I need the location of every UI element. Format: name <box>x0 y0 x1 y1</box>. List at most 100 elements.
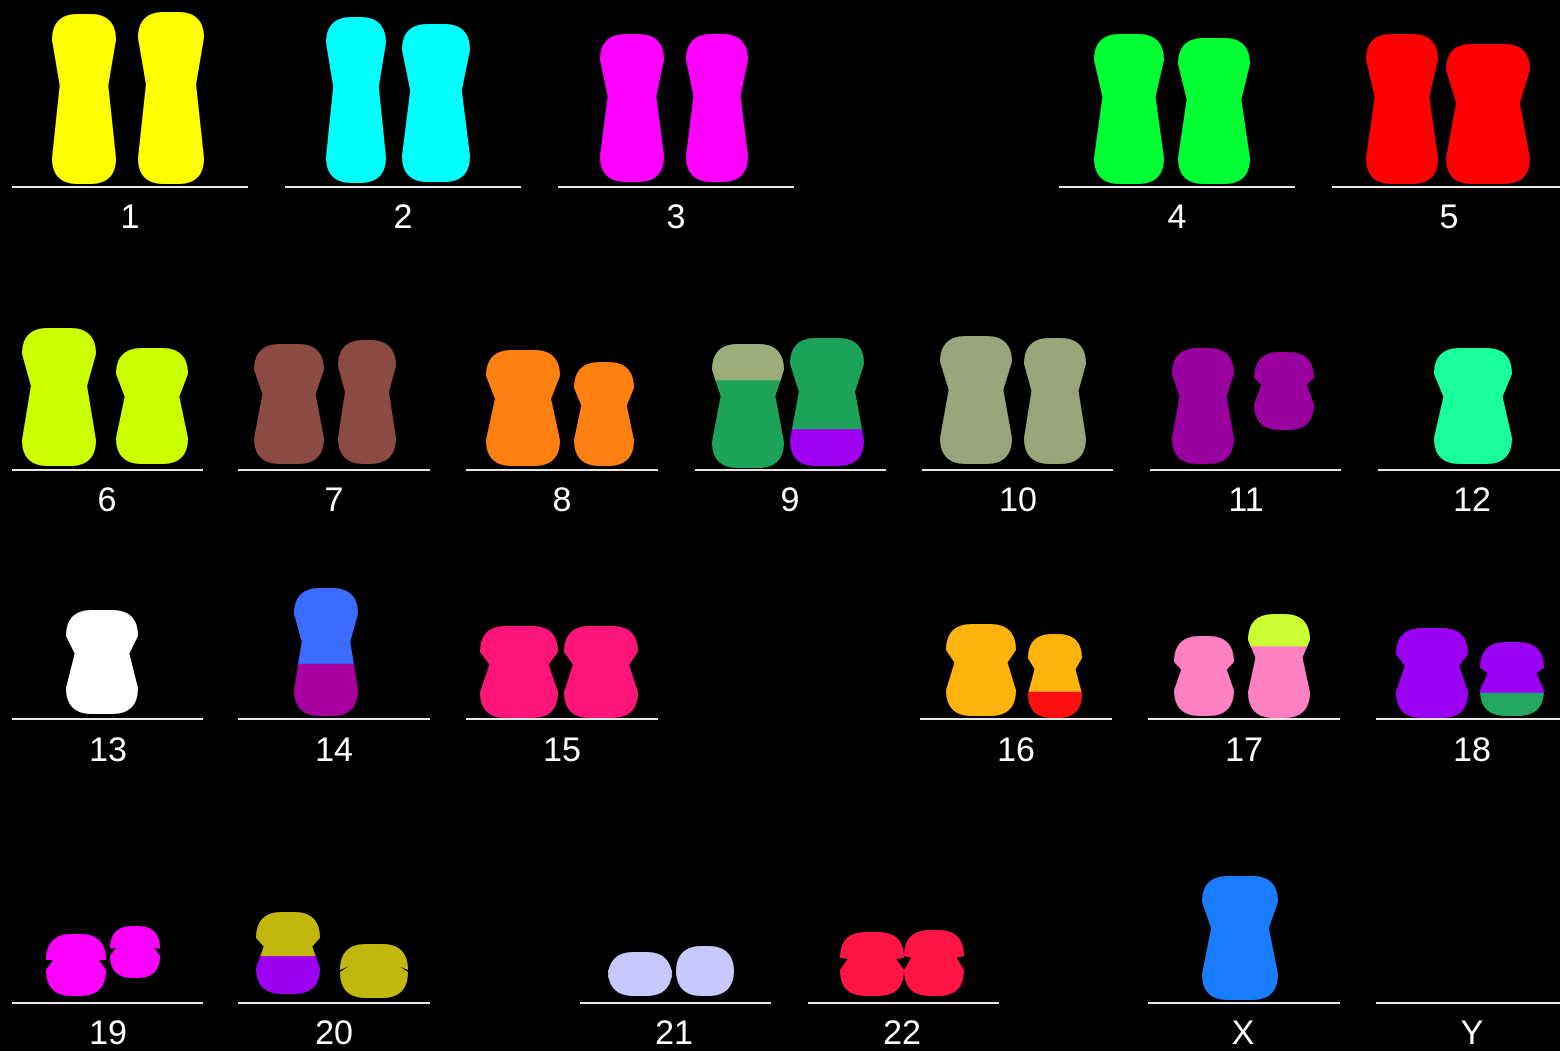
chromosome-22-homolog-2 <box>902 928 966 997</box>
chromosome-19-homolog-1-segment-1 <box>44 932 108 997</box>
chromosome-18-homolog-2 <box>1478 640 1546 718</box>
chromosome-16-homolog-2-segment-1 <box>1026 632 1084 694</box>
chromosome-label-20: 20 <box>315 1014 353 1051</box>
chromosome-X-homolog-1-segment-1 <box>1200 874 1280 1001</box>
chromosome-1-homolog-1 <box>50 12 118 185</box>
chromosome-11-homolog-1-segment-1 <box>1170 346 1236 465</box>
chromosome-label-16: 16 <box>997 731 1035 769</box>
chromosome-20-homolog-1 <box>254 910 322 996</box>
chromosome-1-homolog-2 <box>136 10 206 185</box>
chromosome-12-homolog-1 <box>1432 346 1514 465</box>
chromosome-8-homolog-2-segment-1 <box>572 360 636 467</box>
chromosome-label-4: 4 <box>1168 198 1187 236</box>
chromosome-17-homolog-2-segment-2 <box>1246 646 1312 720</box>
chromosome-17-homolog-1-segment-1 <box>1172 634 1236 717</box>
chromosome-5-homolog-2 <box>1444 42 1532 185</box>
chromosome-label-18: 18 <box>1453 731 1491 769</box>
chromosome-13-homolog-1 <box>64 608 140 715</box>
chromosome-11-homolog-2 <box>1252 350 1316 431</box>
chromosome-3-homolog-1 <box>598 32 666 183</box>
chromosome-18-homolog-1 <box>1394 626 1470 719</box>
chromosome-6-homolog-2 <box>114 346 190 465</box>
chromosome-14-homolog-1-segment-2 <box>292 664 360 718</box>
chromosome-17-homolog-1 <box>1172 634 1236 717</box>
chromosome-21-homolog-1 <box>606 950 674 997</box>
chromosome-5-homolog-2-segment-1 <box>1444 42 1532 185</box>
chromosome-3-homolog-1-segment-1 <box>598 32 666 183</box>
chromosome-label-1: 1 <box>121 198 140 236</box>
chromosome-9-homolog-2-segment-1 <box>788 336 866 431</box>
chromosome-6-homolog-1 <box>20 326 98 467</box>
chromosome-15-homolog-1-segment-1 <box>478 624 560 719</box>
chromosome-label-6: 6 <box>98 481 117 519</box>
chromosome-label-2: 2 <box>394 198 413 236</box>
chromosome-16-homolog-1-segment-1 <box>944 622 1018 717</box>
chromosome-7-homolog-1-segment-1 <box>252 342 326 465</box>
chromosome-label-17: 17 <box>1225 731 1263 769</box>
chromosome-20-homolog-2 <box>338 942 410 999</box>
chromosome-10-homolog-2-segment-1 <box>1022 336 1088 465</box>
chromosome-16-homolog-2 <box>1026 632 1084 720</box>
chromosome-8-homolog-1 <box>484 348 562 467</box>
chromosome-2-homolog-1-segment-1 <box>324 15 388 184</box>
chromosome-22-homolog-1-segment-1 <box>838 930 906 997</box>
chromosome-2-homolog-1 <box>324 15 388 184</box>
chromosome-11-homolog-2-segment-1 <box>1252 350 1316 431</box>
chromosome-14-homolog-1 <box>292 586 360 718</box>
chromosome-label-19: 19 <box>89 1014 127 1051</box>
chromosome-5-homolog-1-segment-1 <box>1364 32 1440 185</box>
chromosome-7-homolog-2-segment-1 <box>336 338 398 465</box>
chromosome-4-homolog-2 <box>1176 36 1252 185</box>
chromosome-label-5: 5 <box>1440 198 1459 236</box>
chromosome-label-7: 7 <box>325 481 344 519</box>
chromosome-5-homolog-1 <box>1364 32 1440 185</box>
chromosome-8-homolog-1-segment-1 <box>484 348 562 467</box>
chromosome-1-homolog-1-segment-1 <box>50 12 118 185</box>
chromosome-9-homolog-1-segment-2 <box>710 380 786 470</box>
chromosome-7-homolog-1 <box>252 342 326 465</box>
chromosome-11-homolog-1 <box>1170 346 1236 465</box>
chromosome-8-homolog-2 <box>572 360 636 467</box>
chromosome-3-homolog-2 <box>684 32 750 183</box>
chromosome-18-homolog-2-segment-1 <box>1478 640 1546 695</box>
chromosome-16-homolog-1 <box>944 622 1018 717</box>
chromosome-19-homolog-2 <box>108 924 162 979</box>
chromosome-20-homolog-1-segment-1 <box>254 910 322 958</box>
chromosome-label-X: X <box>1232 1014 1255 1051</box>
chromosome-label-Y: Y <box>1461 1014 1484 1051</box>
chromosome-label-3: 3 <box>667 198 686 236</box>
chromosome-17-homolog-2 <box>1246 612 1312 720</box>
chromosome-18-homolog-1-segment-1 <box>1394 626 1470 719</box>
chromosome-4-homolog-1 <box>1092 32 1166 185</box>
chromosome-10-homolog-1-segment-1 <box>938 334 1014 465</box>
chromosome-15-homolog-2 <box>562 624 640 719</box>
chromosome-21-homolog-2-segment-1 <box>674 944 736 997</box>
chromosome-4-homolog-1-segment-1 <box>1092 32 1166 185</box>
chromosome-9-homolog-1 <box>710 342 786 470</box>
chromosome-label-14: 14 <box>315 731 353 769</box>
chromosome-22-homolog-1 <box>838 930 906 997</box>
chromosome-label-9: 9 <box>781 481 800 519</box>
chromosome-2-homolog-2 <box>400 22 472 183</box>
chromosome-15-homolog-1 <box>478 624 560 719</box>
chromosome-13-homolog-1-segment-1 <box>64 608 140 715</box>
chromosome-14-homolog-1-segment-1 <box>292 586 360 666</box>
chromosome-3-homolog-2-segment-1 <box>684 32 750 183</box>
chromosome-22-homolog-2-segment-1 <box>902 928 966 997</box>
chromosome-4-homolog-2-segment-1 <box>1176 36 1252 185</box>
chromosome-1-homolog-2-segment-1 <box>136 10 206 185</box>
chromosome-15-homolog-2-segment-1 <box>562 624 640 719</box>
chromosome-X-homolog-1 <box>1200 874 1280 1001</box>
chromosome-10-homolog-1 <box>938 334 1014 465</box>
chromosome-20-homolog-2-segment-1 <box>338 942 410 999</box>
chromosome-19-homolog-2-segment-1 <box>108 924 162 979</box>
chromosome-9-homolog-2 <box>788 336 866 468</box>
chromosome-7-homolog-2 <box>336 338 398 465</box>
chromosome-label-12: 12 <box>1453 481 1491 519</box>
chromosome-label-8: 8 <box>553 481 572 519</box>
chromosome-21-homolog-2 <box>674 944 736 997</box>
chromosome-10-homolog-2 <box>1022 336 1088 465</box>
chromosome-19-homolog-1 <box>44 932 108 997</box>
